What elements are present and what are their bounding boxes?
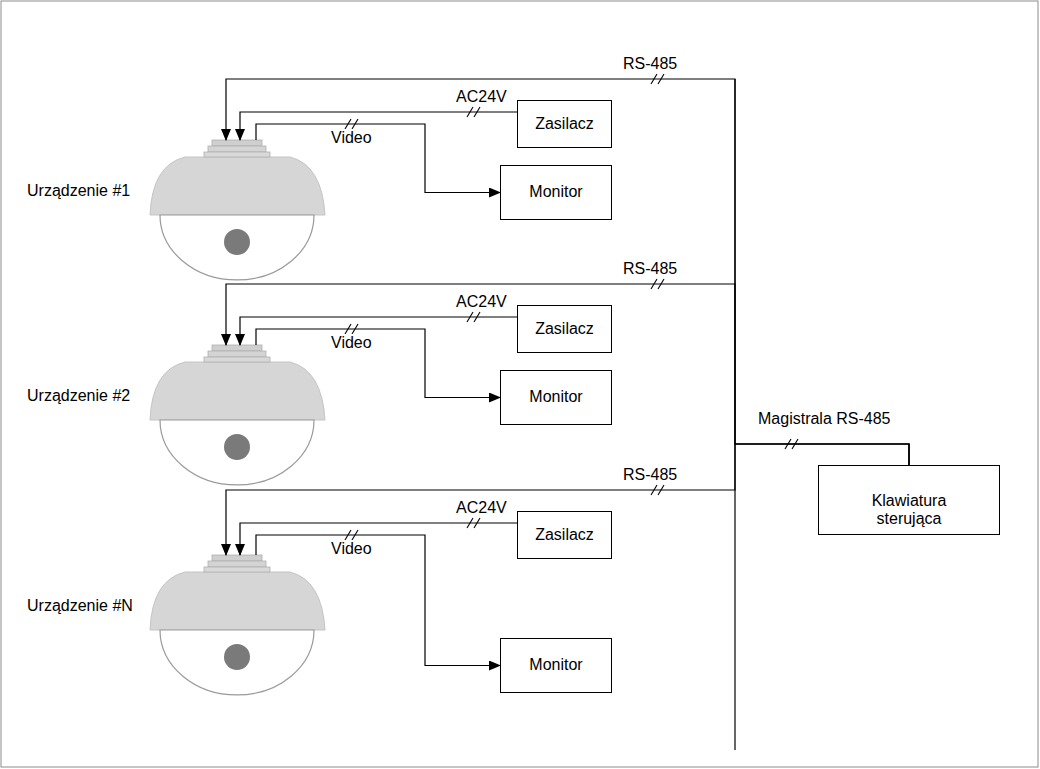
device-box: Monitor (500, 638, 612, 693)
wire-count-mark (792, 439, 798, 449)
box-label: Monitor (529, 388, 582, 406)
wire-count-mark (345, 324, 351, 334)
box-label: Monitor (529, 656, 582, 674)
wire-count-mark (345, 119, 351, 129)
wire-count-mark (658, 74, 664, 84)
device-box: Monitor (500, 370, 612, 425)
wire-count-mark (345, 530, 351, 540)
signal-wire (226, 444, 909, 555)
wire-count-mark (785, 439, 791, 449)
wire-count-mark (658, 485, 664, 495)
signal-label: RS-485 (622, 466, 678, 484)
box-label: Monitor (529, 183, 582, 201)
wire-count-mark (474, 312, 480, 322)
signal-label: Video (330, 129, 373, 147)
device-box: Zasilacz (517, 305, 612, 353)
signal-wire (240, 112, 517, 140)
device-label: Urządzenie #2 (27, 387, 130, 405)
wire-count-mark (467, 312, 473, 322)
wire-count-mark (474, 107, 480, 117)
box-label: Zasilacz (535, 115, 594, 133)
wire-count-mark (651, 279, 657, 289)
device-label: Urządzenie #N (27, 597, 133, 615)
device-box: Zasilacz (517, 100, 612, 148)
wire-count-mark (651, 485, 657, 495)
control-keyboard: Klawiatura sterująca (818, 465, 1000, 535)
signal-wire (256, 124, 500, 193)
dome-camera (150, 345, 325, 485)
signal-wire (256, 535, 500, 666)
box-label: Klawiatura sterująca (854, 492, 964, 529)
device-box: Zasilacz (517, 511, 612, 559)
wire-count-mark (467, 107, 473, 117)
wire-count-mark (352, 324, 358, 334)
wire-count-mark (658, 279, 664, 289)
device-box: Monitor (500, 165, 612, 220)
signal-label: Video (330, 540, 373, 558)
box-label: Zasilacz (535, 320, 594, 338)
device-label: Urządzenie #1 (27, 182, 130, 200)
signal-label: RS-485 (622, 55, 678, 73)
camera-device: Urządzenie #1 (20, 140, 330, 285)
box-label: Zasilacz (535, 526, 594, 544)
signal-wire (226, 284, 909, 465)
signal-label: AC24V (455, 293, 508, 311)
dome-camera (150, 555, 325, 695)
signal-wire (226, 79, 909, 465)
signal-label: AC24V (455, 88, 508, 106)
wire-count-mark (651, 74, 657, 84)
dome-camera (150, 140, 325, 280)
camera-device: Urządzenie #2 (20, 345, 330, 490)
signal-label: RS-485 (622, 260, 678, 278)
signal-label: Video (330, 334, 373, 352)
wire-count-mark (467, 518, 473, 528)
bus-label: Magistrala RS-485 (757, 410, 892, 428)
signal-label: AC24V (455, 499, 508, 517)
signal-wire (240, 317, 517, 345)
wire-count-mark (352, 119, 358, 129)
wire-count-mark (474, 518, 480, 528)
signal-wire (240, 523, 517, 555)
signal-wire (256, 329, 500, 398)
wire-count-mark (352, 530, 358, 540)
camera-device: Urządzenie #N (20, 555, 330, 700)
